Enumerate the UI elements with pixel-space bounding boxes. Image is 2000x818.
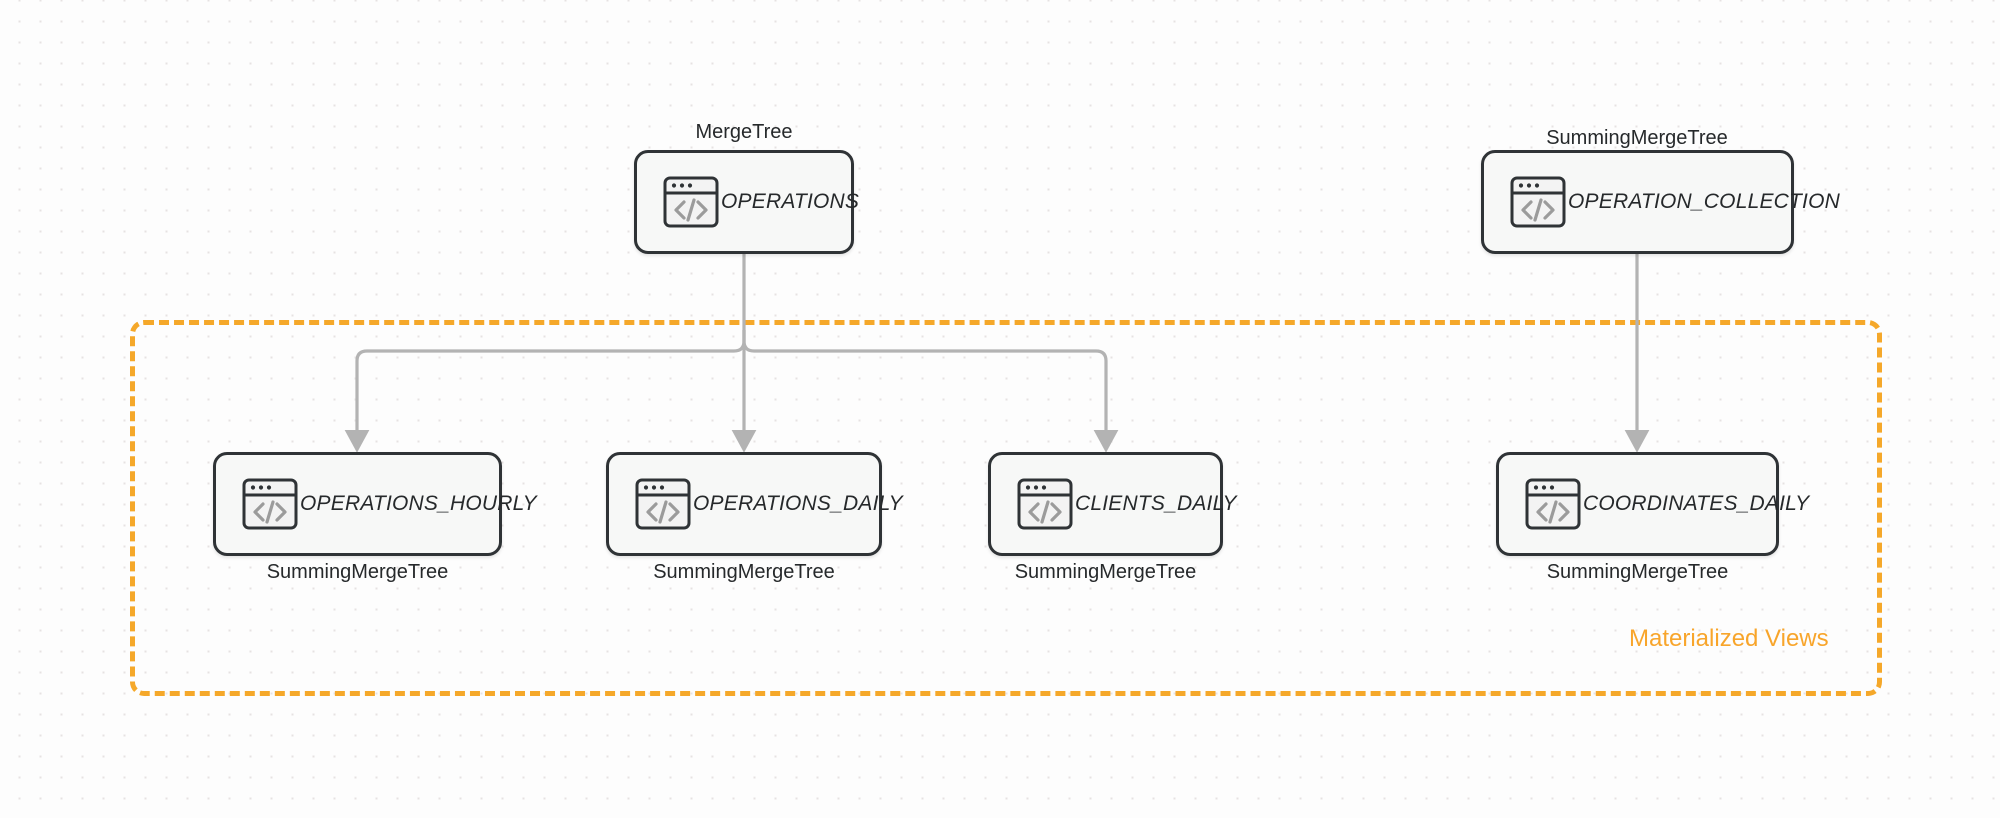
code-window-icon <box>663 176 719 228</box>
engine-label-operation-collection: SummingMergeTree <box>1546 127 1728 149</box>
code-window-icon <box>242 478 298 530</box>
node-title-operations-daily: OPERATIONS_DAILY <box>693 492 903 515</box>
node-title-operation-collection: OPERATION_COLLECTION <box>1568 190 1840 213</box>
node-operations[interactable]: OPERATIONS <box>634 150 859 254</box>
code-window-icon <box>1525 478 1581 530</box>
node-coordinates-daily[interactable]: COORDINATES_DAILY <box>1496 452 1809 556</box>
materialized-views-group <box>130 320 1882 696</box>
code-window-icon <box>1510 176 1566 228</box>
node-operations-hourly[interactable]: OPERATIONS_HOURLY <box>213 452 537 556</box>
code-window-icon <box>635 478 691 530</box>
code-window-icon <box>1017 478 1073 530</box>
node-title-coordinates-daily: COORDINATES_DAILY <box>1583 492 1810 515</box>
engine-label-operations-daily: SummingMergeTree <box>653 561 835 583</box>
engine-label-operations: MergeTree <box>695 121 793 143</box>
node-operation-collection[interactable]: OPERATION_COLLECTION <box>1481 150 1840 254</box>
node-title-operations: OPERATIONS <box>721 190 860 213</box>
node-title-clients-daily: CLIENTS_DAILY <box>1075 492 1237 515</box>
node-operations-daily[interactable]: OPERATIONS_DAILY <box>606 452 903 556</box>
engine-label-coordinates-daily: SummingMergeTree <box>1546 561 1729 583</box>
node-title-operations-hourly: OPERATIONS_HOURLY <box>300 492 537 515</box>
engine-label-clients-daily: SummingMergeTree <box>1014 561 1197 583</box>
node-clients-daily[interactable]: CLIENTS_DAILY <box>988 452 1237 556</box>
materialized-views-group-label: Materialized Views <box>1629 625 1829 652</box>
engine-label-operations-hourly: SummingMergeTree <box>266 561 449 583</box>
